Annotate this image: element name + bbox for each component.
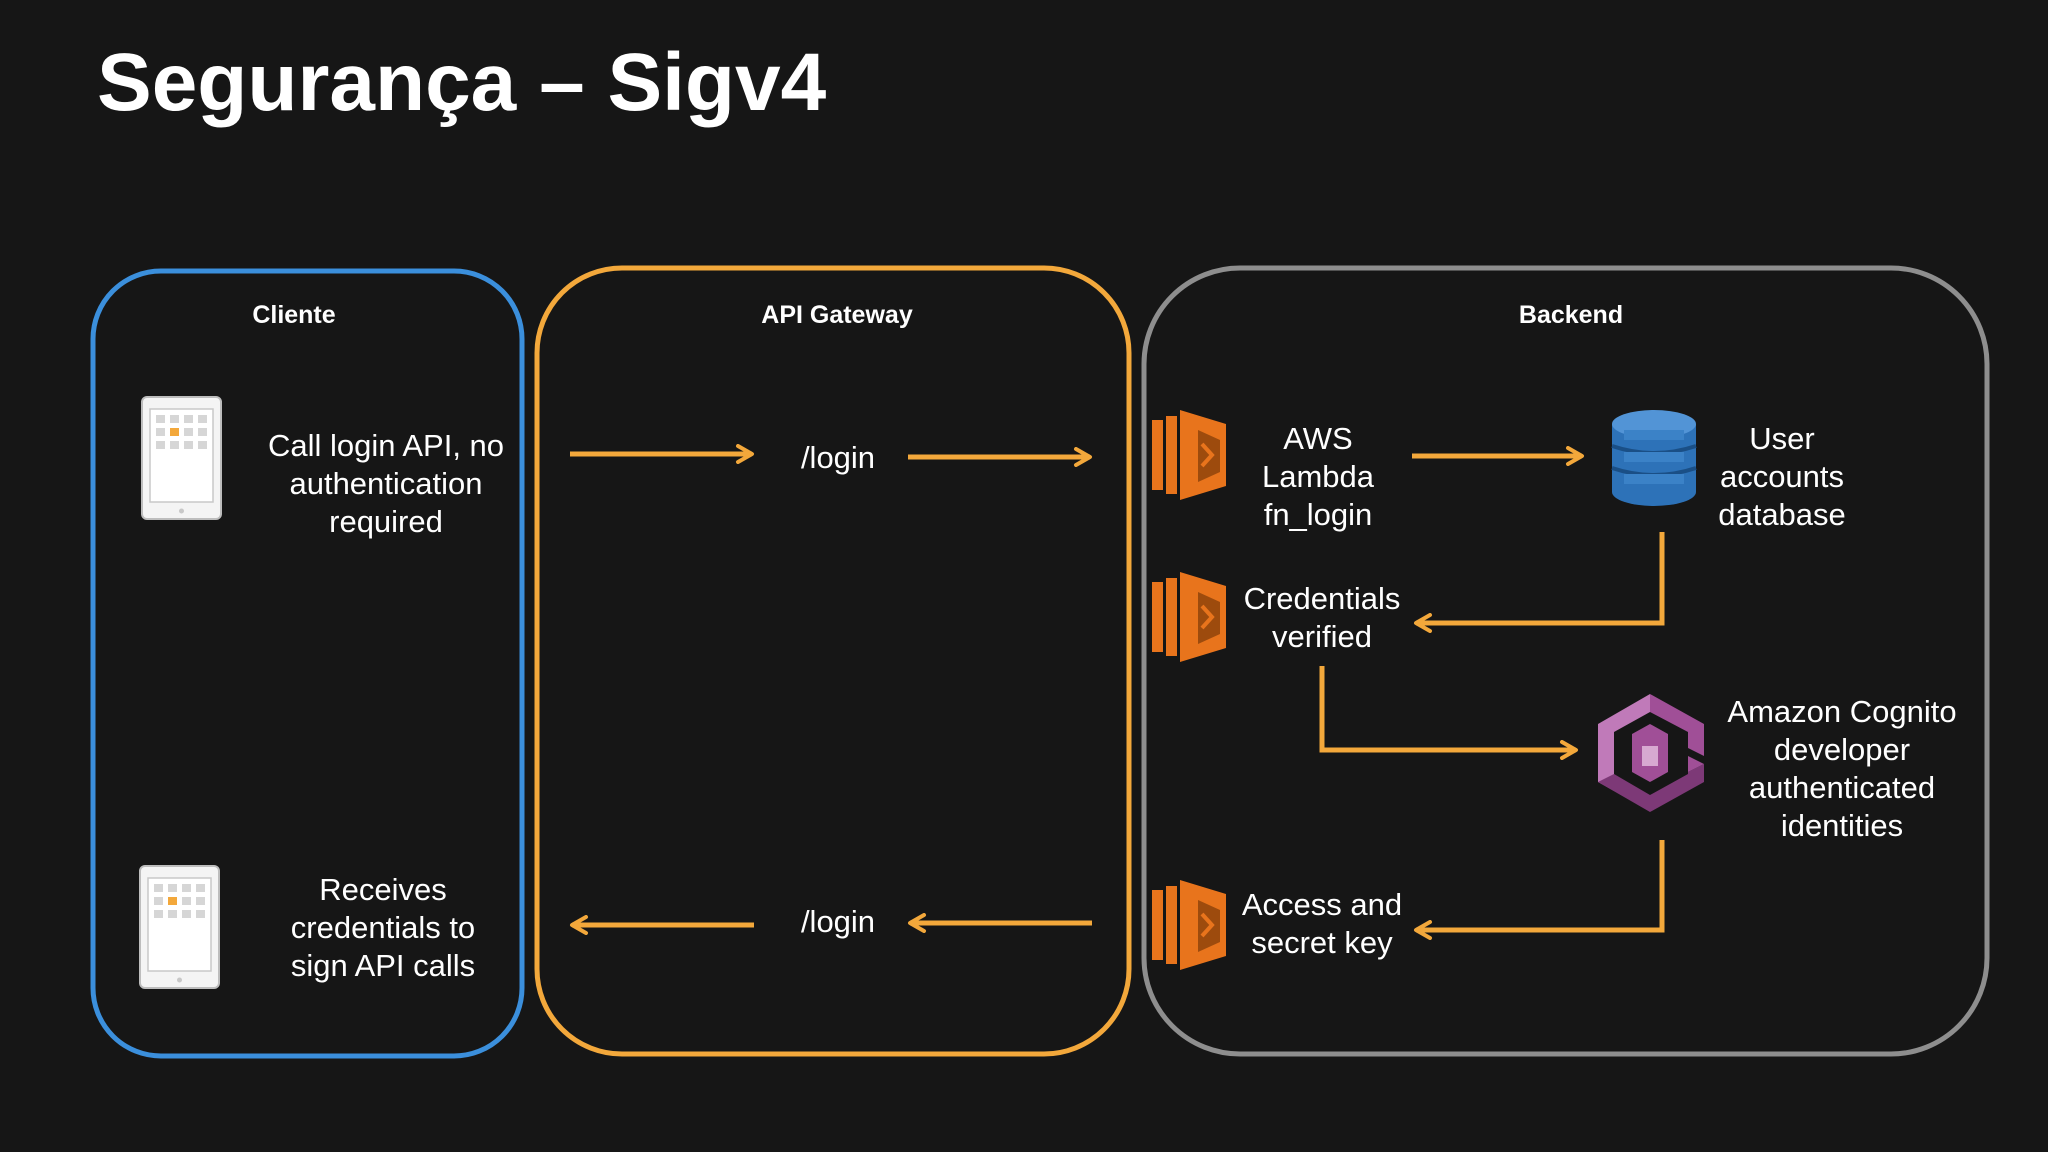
column-header-backend: Backend [1518,301,1624,329]
arrow-database-to-verified [1414,532,1665,633]
user-accounts-database-label: User accounts database [1718,421,1846,532]
client-receive-credentials-label: Receives credentials to sign API calls [290,872,476,983]
arrow-cognito-to-keys [1414,840,1665,940]
page-title: Segurança – Sigv4 [97,37,827,128]
aws-lambda-icon [1152,572,1226,662]
cognito-identities-label: Amazon Cognito developer authenticated i… [1727,694,1957,843]
tablet-icon [139,865,220,989]
client-column [90,268,525,1059]
backend-column [1141,265,1990,1057]
gateway-route-out: /login [800,904,876,939]
aws-lambda-icon [1152,880,1226,970]
lambda-fn-login-label: AWS Lambda fn_login [1261,421,1375,532]
aws-lambda-icon [1152,410,1226,500]
credentials-verified-label: Credentials verified [1243,581,1401,654]
client-login-call-label: Call login API, no authentication requir… [267,428,505,539]
column-header-api-gateway: API Gateway [761,301,913,329]
tablet-icon [141,396,222,520]
access-secret-key-label: Access and secret key [1241,887,1403,960]
column-header-client: Cliente [252,301,336,329]
gateway-route-in: /login [800,440,876,475]
arrow-verified-to-cognito [1319,666,1578,760]
amazon-cognito-icon [1598,694,1704,812]
api-gateway-column [534,265,1132,1057]
dynamodb-icon [1611,410,1697,506]
